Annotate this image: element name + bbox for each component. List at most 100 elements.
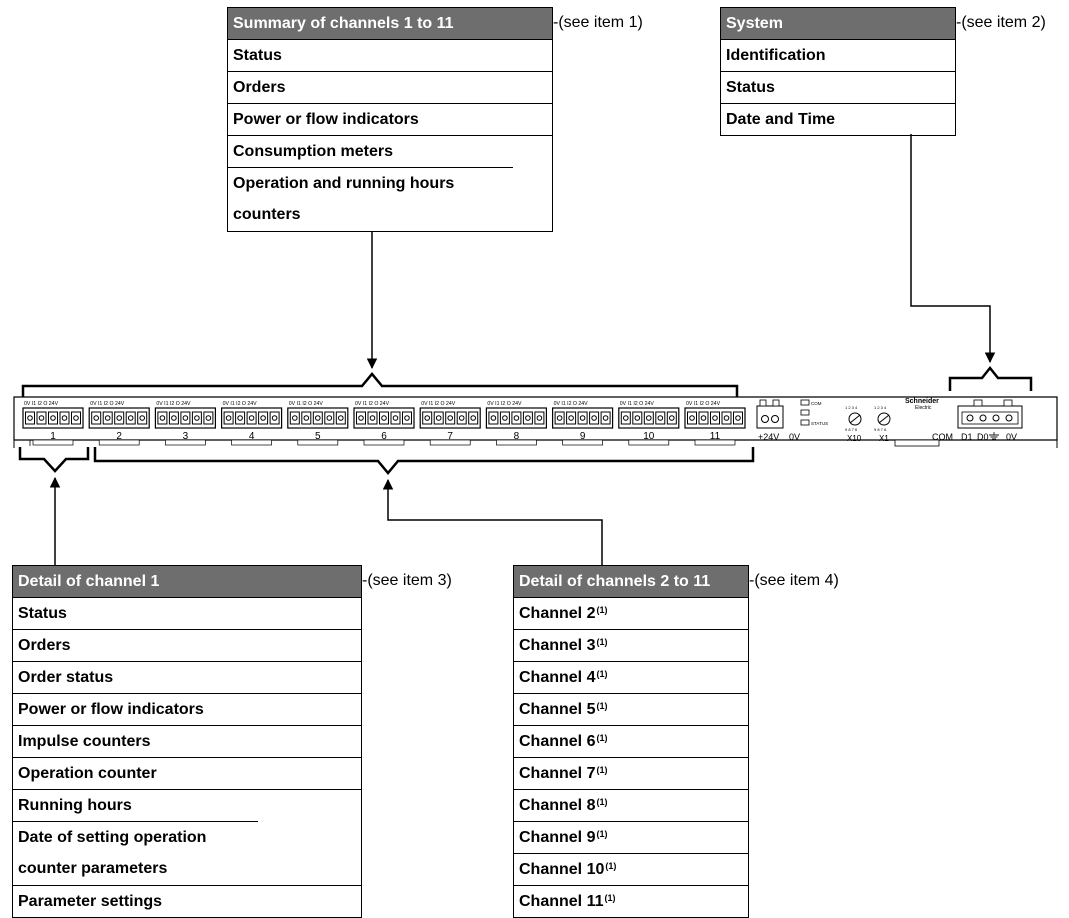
summary-item-counters[interactable]: Operation and running hours counters (228, 167, 513, 231)
pin-labels: 0V I1 I2 O 24V (421, 401, 456, 407)
channel-label: Channel 7 (519, 765, 596, 782)
address-switch-x10: 1 2 3 4 9 8 7 6 X10 (845, 405, 862, 443)
com-label: COM (932, 432, 953, 442)
terminal-foot (429, 439, 471, 446)
system-item-date-time[interactable]: Date and Time (721, 103, 955, 135)
see-item-2-note: -(see item 2) (956, 14, 1046, 31)
terminal-screw (338, 415, 344, 421)
channels-item-7[interactable]: Channel 7(1) (514, 757, 748, 789)
channels-item-4[interactable]: Channel 4(1) (514, 661, 748, 693)
summary-item-consumption[interactable]: Consumption meters (228, 135, 552, 167)
summary-menu: Summary of channels 1 to 11 Status Order… (227, 7, 553, 232)
channel-label: Channel 5 (519, 701, 596, 718)
channels-item-9[interactable]: Channel 9(1) (514, 821, 748, 853)
terminal-screw (369, 415, 376, 421)
terminal-screw (248, 415, 255, 421)
summary-item-power[interactable]: Power or flow indicators (228, 103, 552, 135)
channels-item-11[interactable]: Channel 11(1) (514, 885, 748, 917)
summary-item-status[interactable]: Status (228, 39, 552, 71)
channel-label: Channel 6 (519, 733, 596, 750)
channel1-item-parameter-settings[interactable]: Parameter settings (13, 885, 361, 917)
see-item-3-note: -(see item 3) (362, 572, 452, 589)
pin-labels: 0V I1 I2 O 24V (156, 401, 191, 407)
system-item-status[interactable]: Status (721, 71, 955, 103)
channel1-item-operation-counter[interactable]: Operation counter (13, 757, 361, 789)
brand-logo-line1: Schneider (905, 398, 939, 405)
terminal-foot (231, 439, 272, 446)
d0-label: D0 (977, 432, 989, 442)
led-status-label: STATUS (811, 421, 828, 426)
terminal-screw (61, 415, 68, 421)
pin-labels: 0V I1 I2 O 24V (24, 401, 59, 407)
terminal-screw (315, 415, 321, 421)
pin-labels: 0V I1 I2 O 24V (686, 401, 721, 407)
com-zero-label: 0V (1006, 432, 1017, 442)
channels-menu-title: Detail of channels 2 to 11 (514, 566, 748, 597)
power-terminal: +24V 0V (756, 399, 800, 442)
terminal-foot (32, 439, 74, 446)
channel1-item-date-setting[interactable]: Date of setting operation counter parame… (13, 821, 258, 885)
terminal-screw (116, 415, 122, 421)
channels-item-2[interactable]: Channel 2(1) (514, 597, 748, 629)
terminal-screw (424, 415, 431, 421)
channel1-item-power[interactable]: Power or flow indicators (13, 693, 361, 725)
terminal-screw (700, 415, 707, 421)
channel1-item-order-status[interactable]: Order status (13, 661, 361, 693)
terminal-screw (525, 415, 531, 421)
terminal-screw (358, 415, 364, 421)
terminal-screw (458, 415, 465, 421)
terminal-screw (447, 415, 454, 421)
channel-label: Channel 9 (519, 829, 596, 846)
channels-item-8[interactable]: Channel 8(1) (514, 789, 748, 821)
channel1-item-orders[interactable]: Orders (13, 629, 361, 661)
terminal-screw (303, 415, 310, 421)
channels-item-10[interactable]: Channel 10(1) (514, 853, 748, 885)
footnote-mark: (1) (604, 893, 616, 903)
terminal-screw (623, 415, 629, 421)
terminal-screw (292, 415, 298, 421)
footnote-mark: (1) (596, 637, 608, 647)
terminal-screw (669, 415, 675, 421)
channels-item-5[interactable]: Channel 5(1) (514, 693, 748, 725)
power-plus-label: +24V (758, 432, 779, 442)
pin-labels: 0V I1 I2 O 24V (223, 401, 258, 407)
terminal-screw (171, 415, 177, 421)
status-leds: COM STATUS (800, 399, 828, 426)
channels-menu: Detail of channels 2 to 11 Channel 2(1) … (513, 565, 749, 918)
terminal-screw (657, 415, 664, 421)
terminal-foot (496, 439, 537, 446)
led-com-label: COM (811, 401, 822, 406)
channel-number-label: 8 (514, 431, 520, 442)
channels-item-3[interactable]: Channel 3(1) (514, 629, 748, 661)
dial-digits-bottom: 9 8 7 6 (874, 427, 887, 432)
terminal-screw (139, 415, 145, 421)
terminal-screw (723, 415, 730, 421)
channels-item-6[interactable]: Channel 6(1) (514, 725, 748, 757)
channel1-menu: Detail of channel 1 Status Orders Order … (12, 565, 362, 918)
channel1-item-status[interactable]: Status (13, 597, 361, 629)
system-item-identification[interactable]: Identification (721, 39, 955, 71)
terminal-screw (205, 415, 212, 421)
terminal-screw (73, 415, 79, 421)
ground-icon (989, 432, 999, 440)
terminal-screw (513, 415, 520, 421)
summary-menu-title: Summary of channels 1 to 11 (228, 8, 552, 39)
terminal-screw (404, 415, 410, 421)
pin-labels: 0V I1 I2 O 24V (289, 401, 324, 407)
system-menu: System Identification Status Date and Ti… (720, 7, 956, 136)
terminal-screw (634, 415, 641, 421)
summary-item-orders[interactable]: Orders (228, 71, 552, 103)
terminal-foot (562, 439, 603, 446)
pin-labels: 0V I1 I2 O 24V (554, 401, 589, 407)
channel1-item-impulse[interactable]: Impulse counters (13, 725, 361, 757)
channel-label: Channel 4 (519, 669, 596, 686)
channel1-item-running-hours[interactable]: Running hours (13, 789, 361, 821)
terminal-screw (159, 415, 166, 421)
